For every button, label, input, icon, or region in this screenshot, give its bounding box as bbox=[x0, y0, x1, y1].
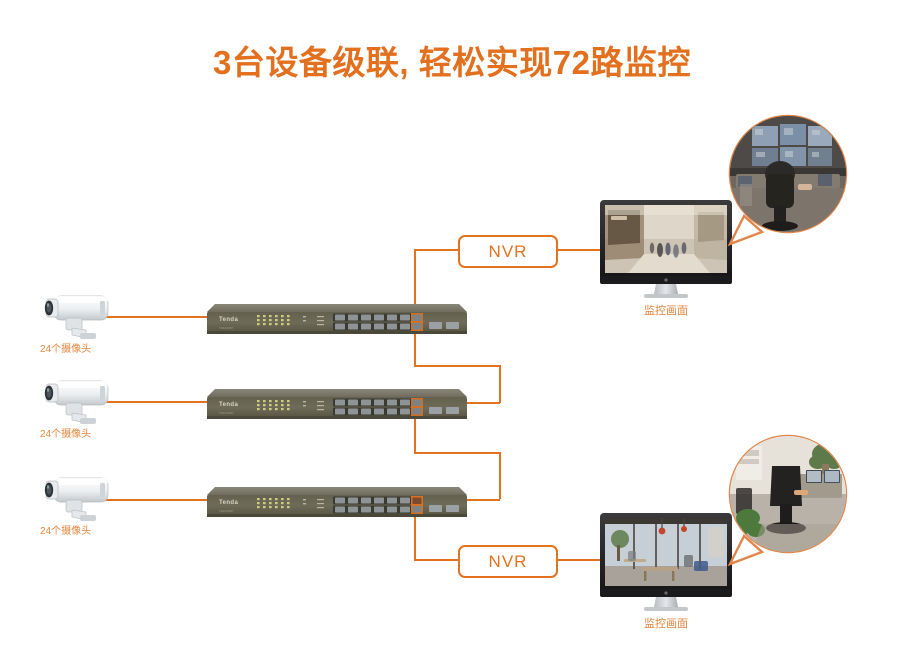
link-camera1-switch1 bbox=[104, 316, 212, 318]
uplink-ports bbox=[411, 496, 423, 514]
svg-text:Tenda: Tenda bbox=[219, 402, 238, 408]
link-switch1-nvr1-run bbox=[414, 249, 458, 251]
link-nvr1-monitor1 bbox=[554, 249, 600, 251]
switch-node-1[interactable]: Tenda TEF1026P bbox=[205, 295, 469, 339]
camera-icon bbox=[44, 477, 109, 521]
uplink-ports bbox=[411, 313, 423, 331]
monitor-icon bbox=[600, 200, 732, 298]
nvr-label-2: NVR bbox=[488, 551, 528, 571]
link-switch2-switch3-drop bbox=[414, 415, 416, 453]
link-switch2-switch3-riser bbox=[499, 452, 501, 499]
link-camera3-switch3 bbox=[104, 499, 212, 501]
bubble-photo-1 bbox=[722, 112, 854, 247]
nvr-label-1: NVR bbox=[488, 241, 528, 261]
monitor-scene-1 bbox=[605, 205, 727, 273]
nvr-node-2[interactable]: NVR bbox=[458, 545, 558, 578]
network-switch-icon: Tenda TEF1026P bbox=[207, 487, 467, 517]
monitor-icon bbox=[600, 513, 732, 611]
svg-text:Tenda: Tenda bbox=[219, 317, 238, 323]
link-switch1-switch2-drop bbox=[414, 330, 416, 366]
link-switch3-nvr2-run bbox=[414, 559, 458, 561]
monitor-node-1[interactable]: 监控画面 bbox=[598, 198, 734, 318]
switch-node-2[interactable]: Tenda TEF1026P bbox=[205, 380, 469, 424]
svg-text:TEF1026P: TEF1026P bbox=[219, 411, 233, 415]
uplink-ports bbox=[411, 398, 423, 416]
monitor-label-2: 监控画面 bbox=[644, 618, 688, 630]
camera-node-1[interactable]: 24个摄像头 bbox=[36, 288, 156, 360]
camera-label-1: 24个摄像头 bbox=[40, 344, 92, 355]
link-switch1-switch2-run bbox=[414, 365, 500, 367]
nvr-node-1[interactable]: NVR bbox=[458, 235, 558, 268]
monitor-label-1: 监控画面 bbox=[644, 305, 688, 317]
link-switch2-switch3-run bbox=[414, 452, 500, 454]
link-switch1-switch2-riser bbox=[499, 365, 501, 403]
link-switch3-nvr2-drop bbox=[414, 512, 416, 560]
monitor-scene-2 bbox=[605, 518, 727, 586]
camera-label-2: 24个摄像头 bbox=[40, 429, 92, 440]
network-switch-icon: Tenda TEF1026P bbox=[207, 389, 467, 419]
bubble-photo-2 bbox=[722, 432, 854, 567]
camera-icon bbox=[44, 380, 109, 424]
camera-label-3: 24个摄像头 bbox=[40, 526, 92, 537]
monitor-node-2[interactable]: 监控画面 bbox=[598, 511, 734, 631]
camera-node-3[interactable]: 24个摄像头 bbox=[36, 470, 156, 542]
switch-node-3[interactable]: Tenda TEF1026P bbox=[205, 478, 469, 522]
network-switch-icon: Tenda TEF1026P bbox=[207, 304, 467, 334]
speech-bubble-control-room bbox=[727, 114, 848, 247]
svg-text:TEF1026P: TEF1026P bbox=[219, 326, 233, 330]
link-switch1-nvr1-riser bbox=[414, 249, 416, 315]
link-nvr2-monitor2 bbox=[554, 559, 600, 561]
link-camera2-switch2 bbox=[104, 401, 212, 403]
svg-text:TEF1026P: TEF1026P bbox=[219, 509, 233, 513]
page-title: 3台设备级联, 轻松实现72路监控 bbox=[213, 44, 691, 81]
svg-text:Tenda: Tenda bbox=[219, 500, 238, 506]
camera-icon bbox=[44, 295, 109, 339]
speech-bubble-office-desk bbox=[727, 434, 848, 567]
camera-node-2[interactable]: 24个摄像头 bbox=[36, 373, 156, 445]
